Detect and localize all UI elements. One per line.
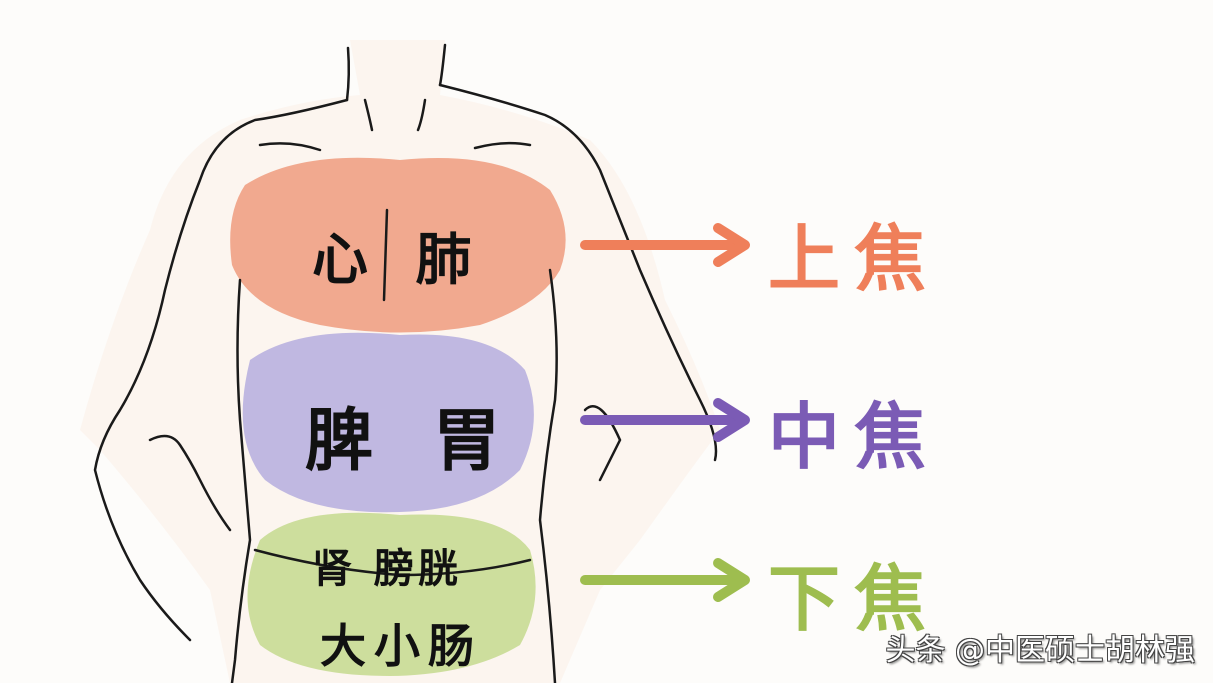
upper-jiao-label: 上焦 bbox=[768, 217, 941, 301]
lower-arrow bbox=[580, 558, 750, 602]
middle-jiao-blob bbox=[242, 332, 534, 513]
middle-arrow bbox=[580, 398, 750, 442]
lower-organs-label-line1: 肾 膀胱 bbox=[312, 546, 462, 592]
middle-organs-label: 脾 胃 bbox=[305, 402, 519, 481]
middle-jiao-label: 中焦 bbox=[768, 395, 941, 479]
watermark: 头条 @中医硕士胡林强 bbox=[885, 633, 1195, 668]
lower-jiao-label: 下焦 bbox=[768, 557, 941, 641]
lower-organs-label-line2: 大小肠 bbox=[320, 619, 482, 673]
upper-jiao-blob bbox=[230, 157, 566, 333]
upper-arrow bbox=[580, 223, 750, 267]
lower-jiao-blob bbox=[247, 512, 536, 676]
upper-organs-label: 心 肺 bbox=[312, 228, 486, 293]
